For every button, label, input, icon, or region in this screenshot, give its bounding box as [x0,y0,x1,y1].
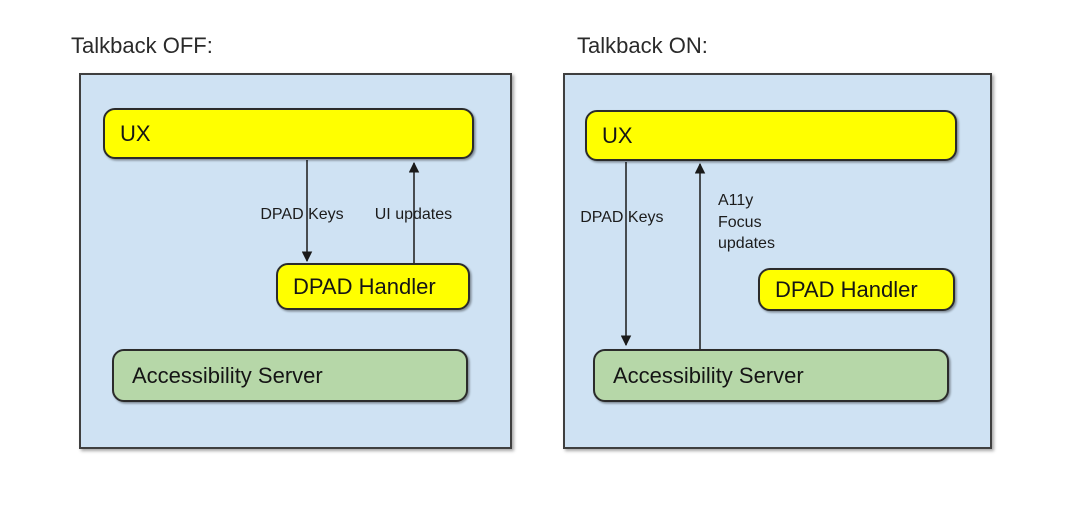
talkback-off-panel: UX DPAD Handler Accessibility Server DPA… [79,73,512,449]
talkback-on-title: Talkback ON: [577,33,708,58]
talkback-on-panel: UX DPAD Handler Accessibility Server DPA… [563,73,992,449]
dpad-handler-box: DPAD Handler [276,263,470,310]
dpad-keys-label: DPAD Keys [260,206,344,223]
accessibility-server-box-label: Accessibility Server [613,362,804,388]
dpad-keys-label: DPAD Keys [580,209,664,226]
accessibility-server-box: Accessibility Server [593,349,949,402]
ux-box-label: UX [602,122,633,148]
ui-updates-label: UI updates [374,206,453,223]
dpad-handler-box: DPAD Handler [758,268,955,311]
dpad-handler-box-label: DPAD Handler [293,273,436,299]
ux-box: UX [585,110,957,161]
dpad-handler-box-label: DPAD Handler [775,276,918,302]
accessibility-server-box: Accessibility Server [112,349,468,402]
ux-box: UX [103,108,474,159]
talkback-off-title: Talkback OFF: [71,33,213,58]
ux-box-label: UX [120,120,151,146]
a11y-focus-updates-label: A11y Focus updates [718,192,775,253]
accessibility-server-box-label: Accessibility Server [132,362,323,388]
